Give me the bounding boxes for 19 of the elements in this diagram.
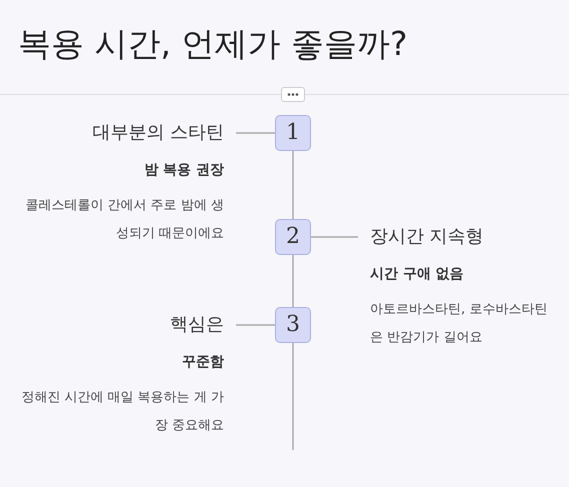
connector-line bbox=[236, 324, 275, 326]
connector-line bbox=[311, 236, 358, 238]
entry-heading: 핵심은 bbox=[170, 313, 224, 337]
entry-subheading: 시간 구애 없음 bbox=[370, 265, 464, 284]
entry-subheading: 밤 복용 권장 bbox=[144, 161, 224, 180]
entry-subheading: 꾸준함 bbox=[182, 353, 224, 372]
connector-line bbox=[292, 343, 294, 450]
entry-description: 아토르바스타틴, 로수바스타틴은 반감기가 길어요 bbox=[370, 301, 548, 347]
connector-line bbox=[292, 255, 294, 307]
step-number-box: 1 bbox=[275, 115, 311, 151]
entry-heading: 장시간 지속형 bbox=[370, 225, 484, 249]
step-number-box: 3 bbox=[275, 307, 311, 343]
connector-line bbox=[236, 132, 275, 134]
title: 복용 시간, 언제가 좋을까? bbox=[18, 23, 408, 65]
entry-heading: 대부분의 스타틴 bbox=[92, 121, 224, 145]
connector-line bbox=[292, 151, 294, 219]
step-number-box: 2 bbox=[275, 219, 311, 255]
entry-description: 콜레스테롤이 간에서 주로 밤에 생성되기 때문이에요 bbox=[24, 197, 224, 243]
entry-description: 정해진 시간에 매일 복용하는 게 가장 중요해요 bbox=[20, 389, 224, 435]
